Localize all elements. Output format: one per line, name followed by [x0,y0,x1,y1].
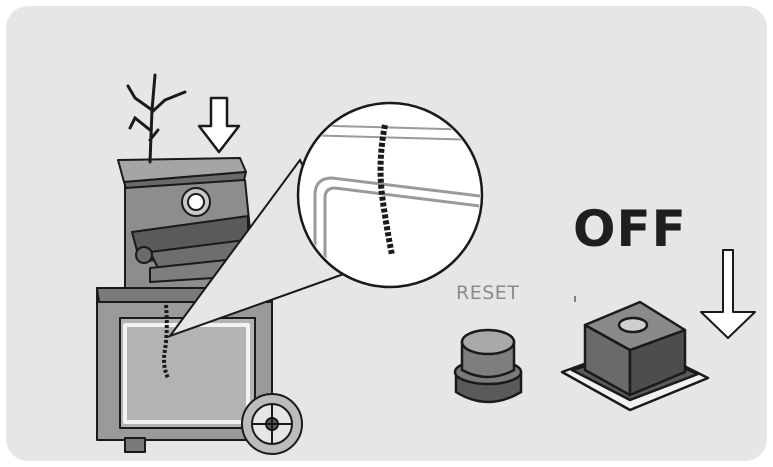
garden-shredder [96,157,303,455]
chute-detail [162,304,170,379]
magnified-view [296,101,484,289]
off-label: OFF [573,200,687,258]
off-switch-icon [560,300,710,412]
branch-icon [126,73,187,164]
reset-button-icon [453,328,523,404]
arrow-down-icon [197,96,241,154]
reset-label: RESET [456,282,520,304]
arrow-down-icon [700,249,756,339]
